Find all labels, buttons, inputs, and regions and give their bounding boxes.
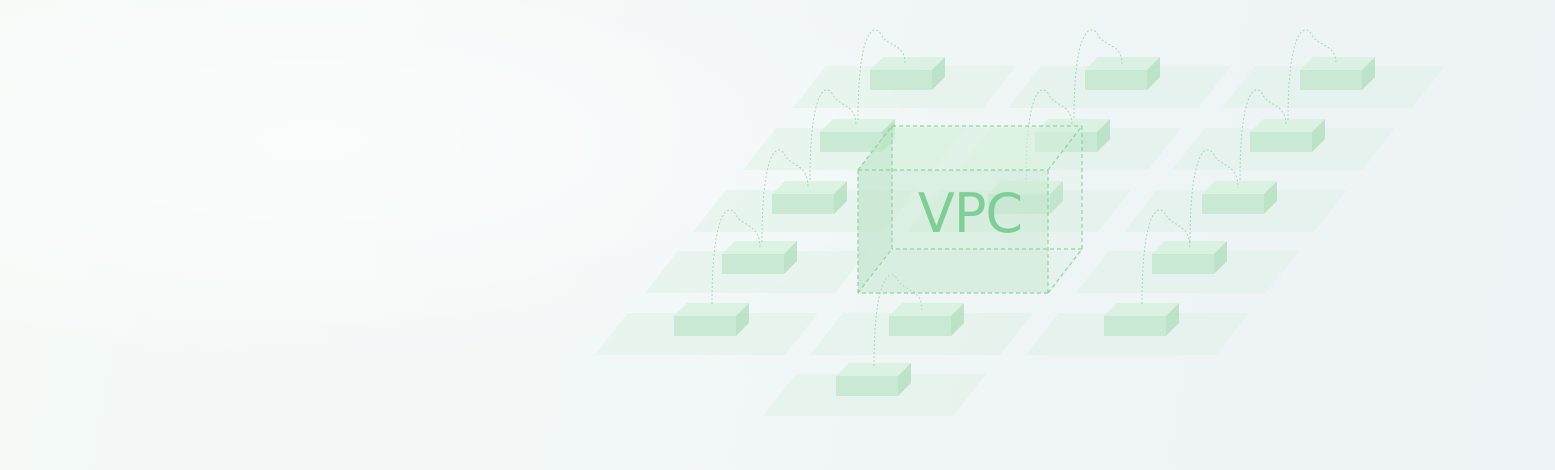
server-block-6	[772, 181, 847, 214]
server-block-1	[1085, 57, 1160, 90]
connection-arc-10	[873, 274, 923, 367]
connection-arcs	[711, 29, 1337, 367]
vpc-cube	[857, 125, 1083, 294]
connection-arc-5	[1239, 89, 1287, 181]
connection-arc-6	[761, 149, 809, 243]
server-block-10	[1152, 241, 1227, 274]
server-block-0	[870, 57, 945, 90]
network-plates	[595, 66, 1445, 416]
connection-arc-2	[1287, 29, 1337, 121]
vpc-label: VPC	[918, 182, 1022, 245]
connection-arc-7	[1189, 149, 1239, 243]
server-block-7	[988, 181, 1063, 214]
connection-arc-9	[1141, 209, 1191, 305]
connection-arc-0	[857, 29, 906, 121]
network-plate-3-1	[860, 251, 1083, 293]
connection-arc-3	[809, 89, 857, 181]
server-block-12	[889, 303, 964, 336]
server-block-2	[1300, 57, 1375, 90]
server-block-14	[836, 363, 911, 396]
server-block-8	[1202, 181, 1277, 214]
server-block-13	[1104, 303, 1179, 336]
vpc-box: VPC	[857, 125, 1083, 294]
connection-arc-1	[1073, 29, 1123, 119]
server-block-5	[1250, 119, 1325, 152]
server-block-11	[674, 303, 749, 336]
server-block-9	[722, 241, 797, 274]
connection-arc-4	[1025, 89, 1073, 181]
connection-arc-8	[711, 209, 761, 305]
